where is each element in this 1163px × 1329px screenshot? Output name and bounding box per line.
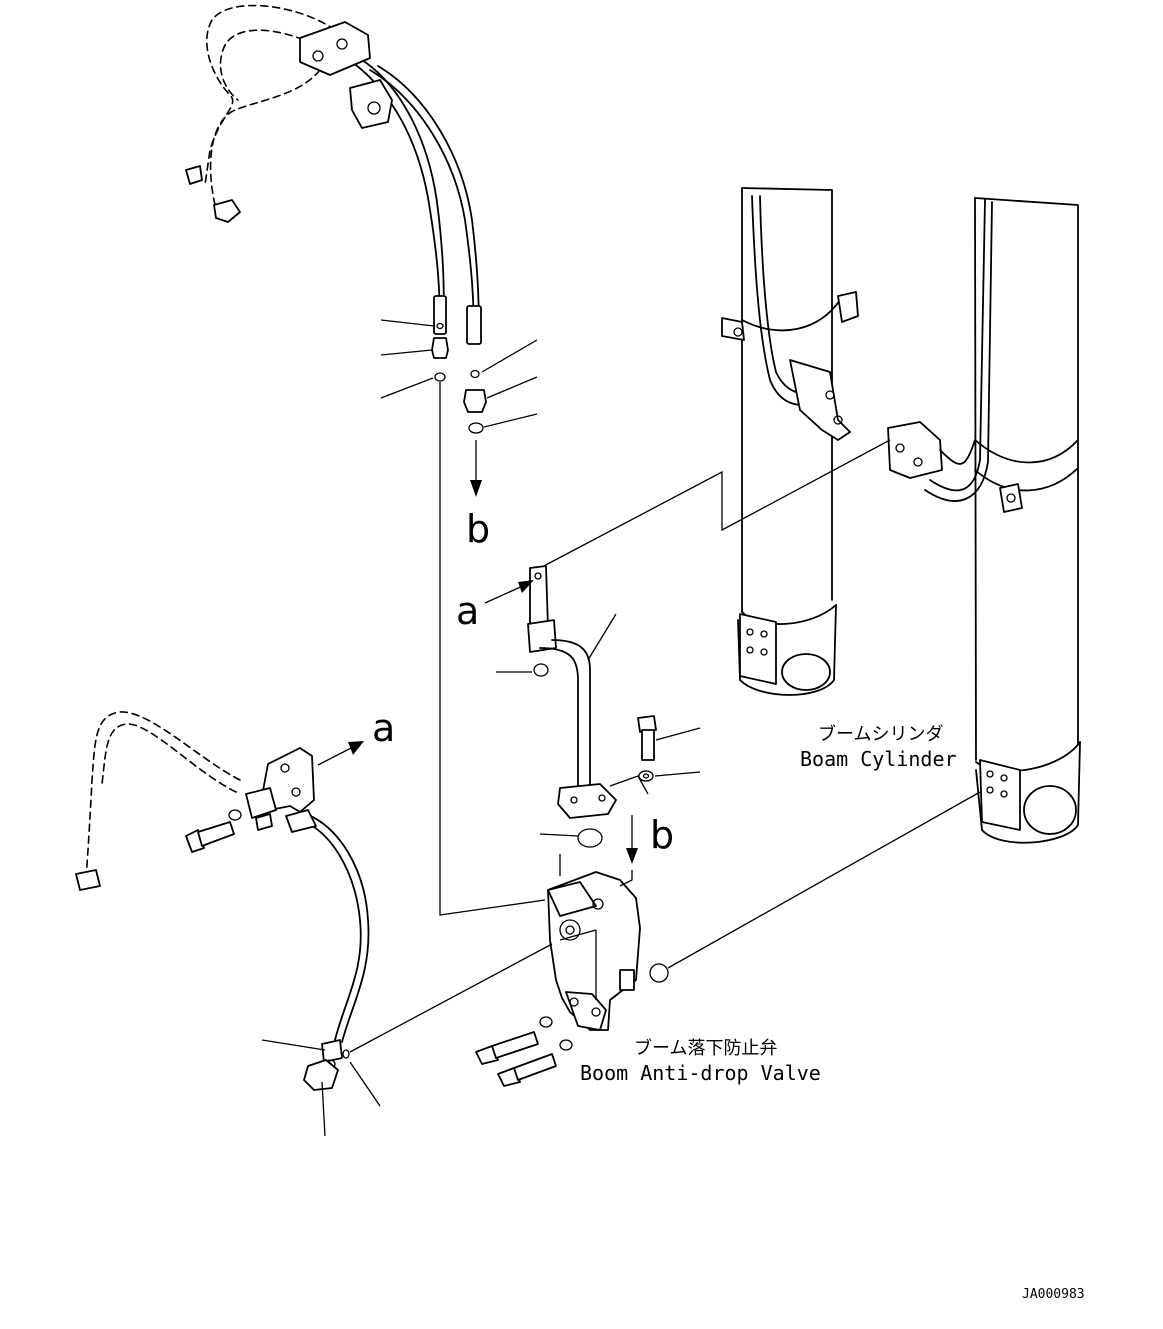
drawing-id: JA000983 (1022, 1287, 1085, 1302)
ref-b-upper: b (466, 507, 490, 551)
boom-cylinder-label-en: Boam Cylinder (800, 747, 957, 771)
ref-b-lower: b (650, 813, 674, 857)
lower-hose-assembly (75, 711, 381, 1137)
pipe-assembly (484, 565, 617, 819)
boom-cylinder-left (721, 187, 859, 696)
boom-cylinder-right (887, 197, 1081, 844)
upper-hose-assembly (185, 4, 480, 341)
upper-fittings (380, 295, 546, 916)
anti-drop-label-jp: ブーム落下防止弁 (634, 1037, 777, 1059)
leader-cylinder-bracket (539, 439, 891, 569)
boom-cylinder-label-jp: ブームシリンダ (818, 723, 943, 745)
ref-a-lower: a (372, 706, 395, 750)
leader-oring-right (667, 791, 981, 969)
ref-a-pipe: a (456, 589, 479, 633)
anti-drop-valve (539, 815, 641, 1031)
bolt-and-washer (609, 715, 701, 795)
oring-right (649, 963, 669, 983)
valve-bolts (475, 1016, 573, 1087)
anti-drop-label-en: Boom Anti-drop Valve (580, 1061, 821, 1085)
leader-valve-lower (349, 943, 553, 1053)
